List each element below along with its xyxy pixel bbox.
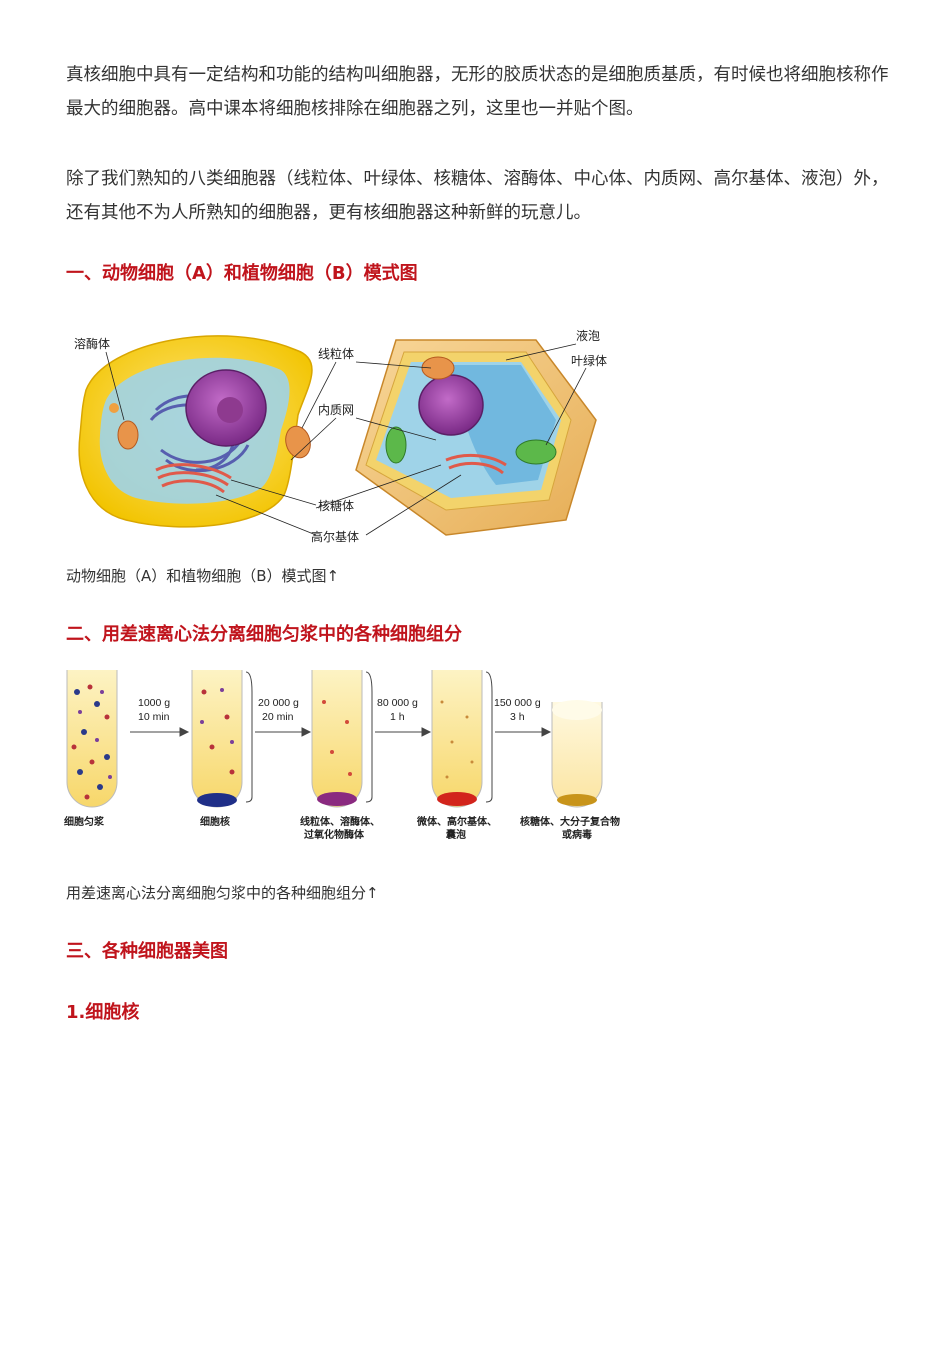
step-3-time: 1 h — [390, 711, 405, 723]
section-heading-2: 二、用差速离心法分离细胞匀浆中的各种细胞组分 — [66, 624, 462, 645]
label-chloroplast: 叶绿体 — [571, 353, 607, 368]
step-1-time: 10 min — [138, 711, 170, 723]
tube-label-3a: 线粒体、溶酶体、 — [300, 815, 380, 828]
plant-cell-drawing — [355, 339, 597, 536]
tube-label-4b: 囊泡 — [445, 828, 466, 841]
tube-label-2: 细胞核 — [200, 815, 230, 828]
step-4-force: 150 000 g — [494, 697, 541, 709]
tube-label-5b: 或病毒 — [562, 828, 592, 841]
label-ribosome: 核糖体 — [318, 498, 354, 513]
tube-homogenate — [66, 670, 118, 808]
tube-mitochondria — [311, 670, 363, 808]
section-heading-1: 一、动物细胞（A）和植物细胞（B）模式图 — [66, 263, 418, 284]
label-vacuole: 液泡 — [576, 328, 600, 343]
cell-model-figure: 溶酶体 线粒体 内质网 核糖体 高尔基体 液泡 叶绿体 — [74, 328, 607, 544]
tube-label-5a: 核糖体、大分子复合物 — [520, 815, 620, 828]
tube-label-4a: 微体、高尔基体、 — [416, 815, 497, 828]
label-er: 内质网 — [318, 403, 354, 417]
caption-2: 用差速离心法分离细胞匀浆中的各种细胞组分↑ — [66, 884, 379, 902]
centrifugation-figure: 1000 g 10 min 20 000 g 20 min 80 000 g 1… — [64, 670, 620, 841]
label-golgi: 高尔基体 — [311, 529, 359, 544]
label-mitochondrion: 线粒体 — [318, 346, 354, 361]
chloroplast-shape — [515, 439, 557, 465]
intro-paragraph-2: 除了我们熟知的八类细胞器（线粒体、叶绿体、核糖体、溶酶体、中心体、内质网、高尔基… — [66, 169, 889, 223]
tube-label-1: 细胞匀浆 — [64, 815, 105, 828]
label-lysosome: 溶酶体 — [74, 336, 110, 351]
animal-cell-drawing — [78, 335, 313, 528]
step-4-time: 3 h — [510, 711, 525, 723]
section-heading-3: 三、各种细胞器美图 — [66, 941, 228, 962]
step-2-force: 20 000 g — [258, 697, 299, 709]
tube-nuclei — [191, 670, 243, 808]
step-1-force: 1000 g — [138, 697, 170, 709]
step-3-force: 80 000 g — [377, 697, 418, 709]
subheading-nucleus: 1.细胞核 — [66, 1002, 140, 1023]
tube-label-3b: 过氧化物酶体 — [304, 828, 365, 841]
animal-golgi — [155, 463, 232, 494]
intro-paragraph-1: 真核细胞中具有一定结构和功能的结构叫细胞器，无形的胶质状态的是细胞质基质，有时候… — [66, 65, 889, 119]
tube-ribosomes — [551, 700, 603, 808]
tube-microsomes — [431, 670, 483, 808]
step-2-time: 20 min — [262, 711, 294, 723]
caption-1: 动物细胞（A）和植物细胞（B）模式图↑ — [66, 567, 340, 585]
